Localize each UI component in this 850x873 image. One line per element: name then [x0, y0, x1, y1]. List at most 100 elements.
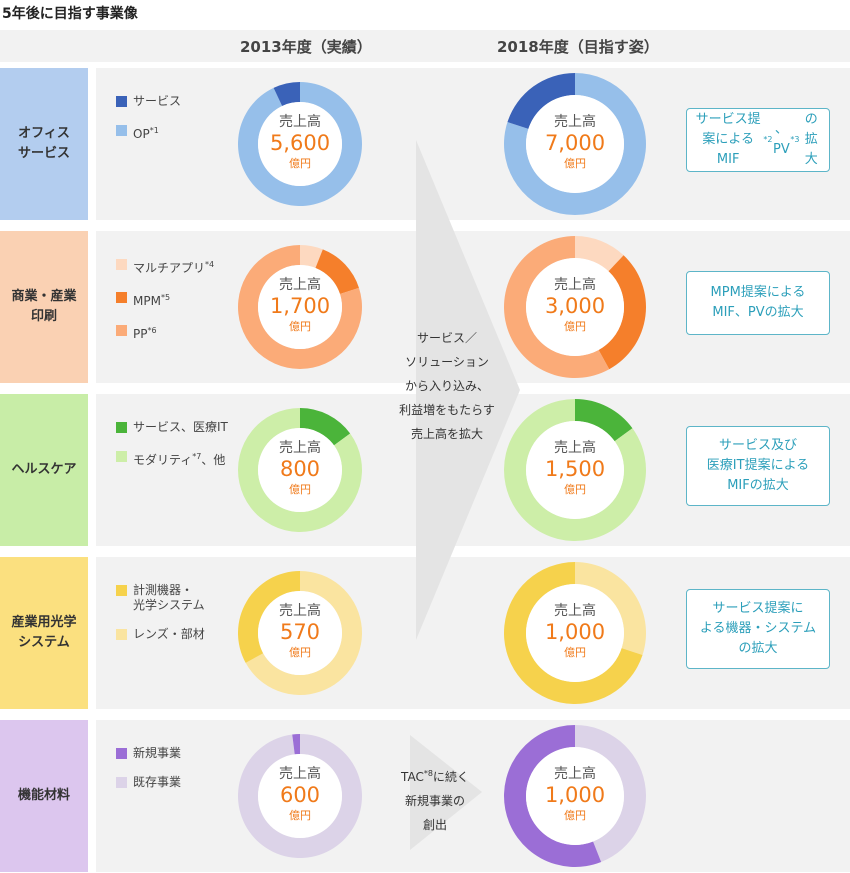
- sales-unit: 億円: [564, 809, 586, 822]
- legend-item: PP*6: [116, 323, 214, 342]
- legend-label: MPM*5: [133, 293, 171, 308]
- sales-unit: 億円: [289, 483, 311, 496]
- header-row: 2013年度（実績） 2018年度（目指す姿）: [0, 30, 850, 62]
- donut-2013: [238, 408, 362, 532]
- donut-segment: [575, 399, 633, 442]
- header-2018: 2018年度（目指す姿）: [497, 38, 659, 56]
- donut-2018: [504, 725, 646, 867]
- legend-swatch: [116, 422, 127, 433]
- sales-value: 7,000: [544, 131, 606, 155]
- donut-2018: [504, 399, 646, 541]
- donut-segment: [504, 399, 646, 541]
- sales-label: 売上高: [554, 277, 596, 293]
- segment-label: オフィス サービス: [0, 68, 88, 220]
- legend-label: レンズ・部材: [133, 627, 205, 641]
- donut-2013: [238, 734, 362, 858]
- legend-label: 既存事業: [133, 775, 182, 789]
- sales-label: 売上高: [554, 766, 596, 782]
- donut-segment: [575, 725, 646, 863]
- donut-center: [258, 428, 342, 512]
- sales-value: 1,500: [544, 457, 606, 481]
- donut-2018: [504, 73, 646, 215]
- donut-2018: [504, 562, 646, 704]
- sales-label: 売上高: [279, 603, 321, 619]
- sales-value: 5,600: [269, 131, 331, 155]
- legend-label: サービス、医療IT: [133, 420, 228, 434]
- legend-item: サービス、医療IT: [116, 420, 228, 435]
- legend-swatch: [116, 629, 127, 640]
- sales-unit: 億円: [289, 809, 311, 822]
- donut-2018: [504, 236, 646, 378]
- sales-value: 1,000: [544, 620, 606, 644]
- sales-unit: 億円: [564, 157, 586, 170]
- donut-segment: [300, 408, 351, 446]
- header-2013: 2013年度（実績）: [240, 38, 372, 56]
- legend-swatch: [116, 748, 127, 759]
- sales-label: 売上高: [279, 114, 321, 130]
- sales-value: 1,700: [269, 294, 331, 318]
- sales-label: 売上高: [554, 440, 596, 456]
- sales-label: 売上高: [279, 766, 321, 782]
- donut-segment: [292, 734, 300, 755]
- donut-center: [526, 421, 624, 519]
- legend-item: 計測機器・ 光学システム: [116, 583, 205, 613]
- legend-label: 新規事業: [133, 746, 182, 760]
- donut-2013: [237, 82, 362, 206]
- sales-unit: 億円: [564, 320, 586, 333]
- donut-segment: [598, 255, 646, 370]
- sales-unit: 億円: [289, 646, 311, 659]
- donut-segment: [504, 725, 602, 867]
- strategy-note: サービス提案に よる機器・システム の拡大: [686, 589, 830, 669]
- legend-label: マルチアプリ*4: [133, 260, 215, 275]
- donut-segment: [504, 236, 610, 378]
- page-title: 5年後に目指す事業像: [2, 6, 138, 22]
- sales-label: 売上高: [279, 440, 321, 456]
- donut-center: [258, 265, 342, 349]
- sales-unit: 億円: [289, 157, 311, 170]
- legend-swatch: [116, 451, 127, 462]
- donut-segment: [273, 82, 300, 106]
- donut-segment: [504, 562, 643, 704]
- donut-segment: [237, 82, 362, 206]
- legend: 新規事業既存事業: [116, 746, 181, 804]
- donut-2013: [237, 245, 362, 369]
- legend-item: OP*1: [116, 123, 181, 142]
- legend-swatch: [116, 125, 127, 136]
- legend-item: MPM*5: [116, 290, 214, 309]
- donut-segment: [238, 734, 362, 858]
- segment-label: 産業用光学 システム: [0, 557, 88, 709]
- legend-swatch: [116, 325, 127, 336]
- big-arrow: [416, 140, 520, 640]
- donut-segment: [238, 408, 362, 532]
- donut-center: [258, 754, 342, 838]
- segment-label: 商業・産業 印刷: [0, 231, 88, 383]
- legend-swatch: [116, 777, 127, 788]
- donut-center: [526, 747, 624, 845]
- new-business-arrow-text: TAC*8に続く 新規事業の 創出: [401, 769, 469, 832]
- legend-item: サービス: [116, 94, 181, 109]
- legend-label: 計測機器・ 光学システム: [133, 583, 205, 612]
- sales-value: 600: [279, 783, 321, 807]
- donut-segment: [300, 245, 323, 268]
- sales-label: 売上高: [554, 114, 596, 130]
- segment-label: 機能材料: [0, 720, 88, 872]
- donut-segment: [504, 73, 646, 215]
- legend-swatch: [116, 292, 127, 303]
- legend: 計測機器・ 光学システムレンズ・部材: [116, 583, 205, 656]
- sales-unit: 億円: [564, 483, 586, 496]
- donut-2013: [238, 571, 362, 695]
- legend: サービス OP*1: [116, 94, 181, 156]
- legend-swatch: [116, 96, 127, 107]
- sales-unit: 億円: [289, 320, 311, 333]
